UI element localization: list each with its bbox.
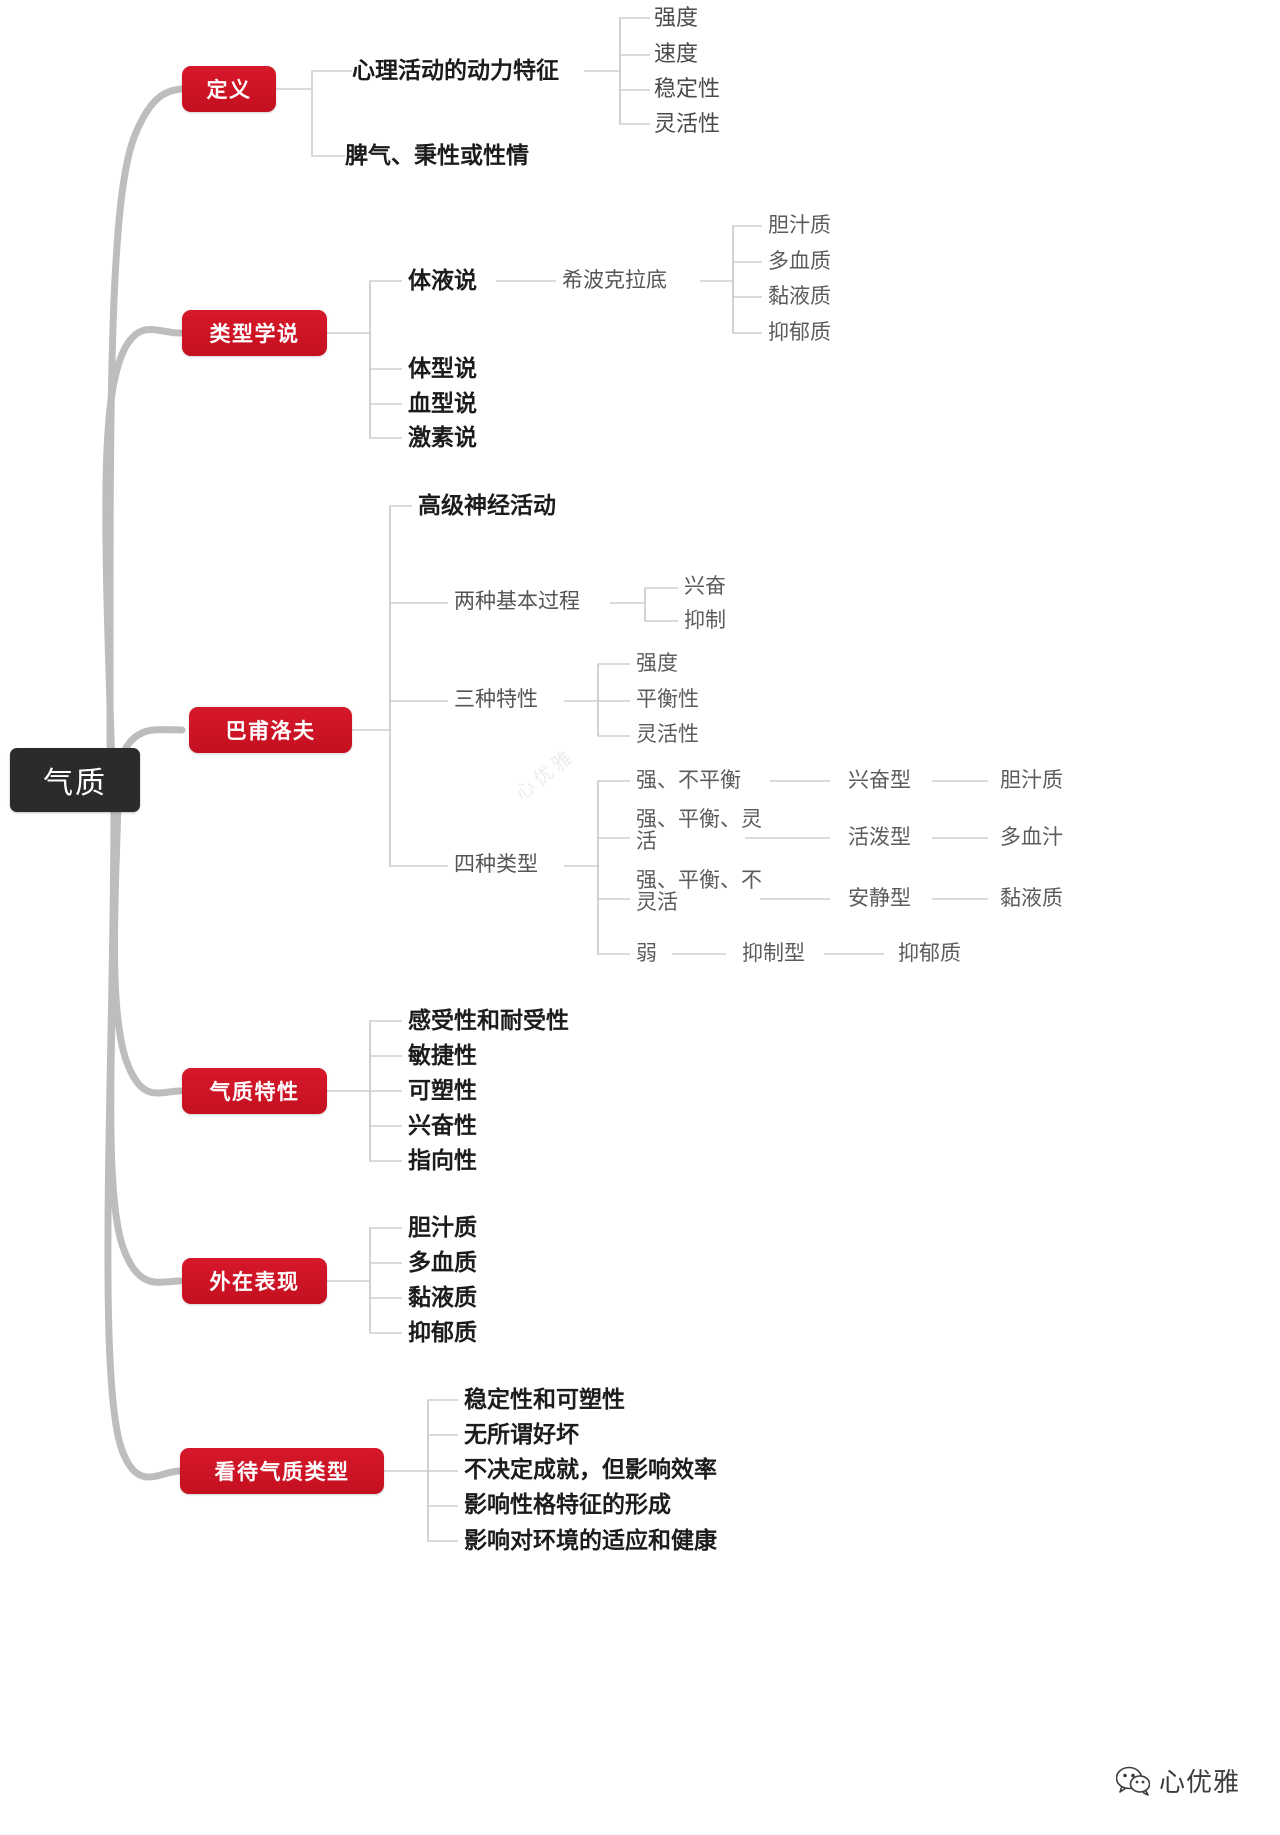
branch-node-manifestation[interactable]: 外在表现 (182, 1258, 327, 1304)
leaf-humor-1[interactable]: 多血质 (768, 249, 831, 273)
leaf-nstype-1-type[interactable]: 活泼型 (848, 825, 911, 849)
leaf-trait-3[interactable]: 兴奋性 (408, 1113, 477, 1138)
leaf-property-2[interactable]: 灵活性 (636, 722, 699, 746)
leaf-nstype-0-type[interactable]: 兴奋型 (848, 768, 911, 792)
leaf-pavlov-1[interactable]: 两种基本过程 (454, 589, 580, 613)
leaf-nstype-1-desc[interactable]: 强、平衡、灵活 (636, 807, 762, 854)
wechat-account-name: 心优雅 (1158, 1768, 1240, 1797)
leaf-dynamic-1[interactable]: 速度 (654, 41, 699, 66)
leaf-nstype-3-temperament[interactable]: 抑郁质 (898, 941, 961, 965)
leaf-view-3[interactable]: 影响性格特征的形成 (464, 1492, 671, 1517)
leaf-trait-1[interactable]: 敏捷性 (408, 1043, 477, 1068)
leaf-nstype-3-type[interactable]: 抑制型 (742, 941, 805, 965)
leaf-nstype-2-temperament[interactable]: 黏液质 (1000, 886, 1063, 910)
leaf-trait-0[interactable]: 感受性和耐受性 (408, 1008, 569, 1033)
leaf-trait-4[interactable]: 指向性 (408, 1148, 477, 1173)
leaf-humor-0[interactable]: 胆汁质 (768, 213, 831, 237)
branch-node-pavlov[interactable]: 巴甫洛夫 (189, 707, 352, 753)
leaf-nstype-2-desc[interactable]: 强、平衡、不灵活 (636, 868, 762, 915)
leaf-type-theory-2[interactable]: 血型说 (408, 391, 477, 416)
leaf-trait-2[interactable]: 可塑性 (408, 1078, 477, 1103)
leaf-dynamic-2[interactable]: 稳定性 (654, 76, 721, 101)
leaf-manifestation-3[interactable]: 抑郁质 (408, 1320, 477, 1345)
branch-node-view-types[interactable]: 看待气质类型 (180, 1448, 384, 1494)
leaf-type-theory-1[interactable]: 体型说 (408, 356, 477, 381)
leaf-definition-1[interactable]: 脾气、秉性或性情 (345, 143, 529, 168)
branch-node-type-theories[interactable]: 类型学说 (182, 310, 327, 356)
leaf-hippocrates[interactable]: 希波克拉底 (562, 268, 667, 292)
leaf-view-0[interactable]: 稳定性和可塑性 (464, 1387, 625, 1412)
leaf-nstype-0-temperament[interactable]: 胆汁质 (1000, 768, 1063, 792)
leaf-type-theory-0[interactable]: 体液说 (408, 268, 477, 293)
leaf-type-theory-3[interactable]: 激素说 (408, 425, 477, 450)
leaf-property-0[interactable]: 强度 (636, 651, 678, 675)
branch-node-definition[interactable]: 定义 (182, 66, 276, 112)
leaf-definition-0[interactable]: 心理活动的动力特征 (352, 58, 559, 83)
leaf-nstype-3-desc[interactable]: 弱 (636, 941, 657, 965)
leaf-humor-2[interactable]: 黏液质 (768, 284, 831, 308)
wechat-icon (1115, 1766, 1150, 1796)
leaf-pavlov-3[interactable]: 四种类型 (454, 852, 538, 876)
leaf-manifestation-1[interactable]: 多血质 (408, 1250, 477, 1275)
leaf-nstype-2-type[interactable]: 安静型 (848, 886, 911, 910)
leaf-humor-3[interactable]: 抑郁质 (768, 320, 831, 344)
leaf-manifestation-2[interactable]: 黏液质 (408, 1285, 477, 1310)
leaf-manifestation-0[interactable]: 胆汁质 (408, 1215, 477, 1240)
root-node[interactable]: 气质 (10, 748, 140, 812)
leaf-property-1[interactable]: 平衡性 (636, 687, 699, 711)
leaf-process-1[interactable]: 抑制 (684, 608, 726, 632)
leaf-nstype-0-desc[interactable]: 强、不平衡 (636, 768, 741, 792)
leaf-pavlov-2[interactable]: 三种特性 (454, 687, 538, 711)
leaf-dynamic-3[interactable]: 灵活性 (654, 111, 721, 136)
wechat-watermark: 心优雅 (1115, 1762, 1240, 1799)
leaf-nstype-1-temperament[interactable]: 多血汁 (1000, 825, 1063, 849)
leaf-view-1[interactable]: 无所谓好坏 (464, 1422, 579, 1447)
leaf-pavlov-0[interactable]: 高级神经活动 (418, 493, 556, 518)
leaf-dynamic-0[interactable]: 强度 (654, 5, 699, 30)
leaf-view-4[interactable]: 影响对环境的适应和健康 (464, 1528, 717, 1553)
leaf-process-0[interactable]: 兴奋 (684, 574, 726, 598)
leaf-view-2[interactable]: 不决定成就，但影响效率 (464, 1457, 717, 1482)
branch-node-traits[interactable]: 气质特性 (182, 1068, 327, 1114)
